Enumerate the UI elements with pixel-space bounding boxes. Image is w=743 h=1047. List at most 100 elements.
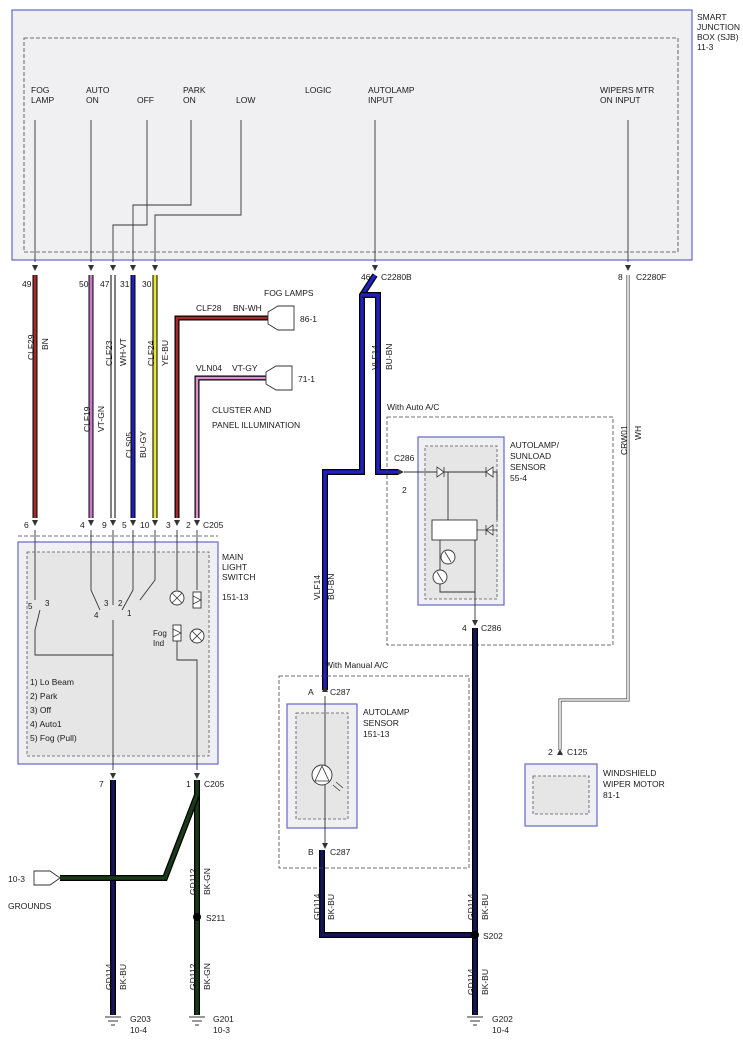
wire-bkgn-lower: BK-GN bbox=[202, 963, 212, 990]
c287-pin-a: A bbox=[308, 687, 314, 697]
ground-ref: 10-3 bbox=[8, 874, 25, 884]
c286-pin-2: 2 bbox=[402, 485, 407, 495]
with-manual-ac-label: With Manual A/C bbox=[325, 660, 388, 670]
wire-clf19: CLF19 bbox=[82, 406, 92, 432]
input-wipers-label: WIPERS MTR bbox=[600, 85, 654, 95]
wiper-motor-title-2: WIPER MOTOR bbox=[603, 779, 665, 789]
sjb-ref: 11-3 bbox=[697, 42, 714, 52]
splice-s202: S202 bbox=[483, 931, 503, 941]
grounds-connector-icon bbox=[33, 870, 61, 886]
with-manual-ac-box bbox=[278, 675, 470, 869]
sunload-sensor-ref: 55-4 bbox=[510, 473, 527, 483]
input-wipers-label-2: ON INPUT bbox=[600, 95, 641, 105]
switch-connector-c205: C205 bbox=[203, 520, 224, 530]
switch-contact-2: 2 bbox=[118, 599, 123, 608]
smart-junction-box: SMART JUNCTION BOX (SJB) 11-3 FOG LAMP A… bbox=[11, 9, 740, 271]
grounds-label: GROUNDS bbox=[8, 901, 52, 911]
wire-clf28: CLF28 bbox=[196, 303, 222, 313]
pin-31: 31 bbox=[120, 279, 130, 289]
legend-item-4: 4) Auto1 bbox=[30, 719, 62, 729]
ground-g203: G203 bbox=[130, 1014, 151, 1024]
diode-icon-2 bbox=[485, 466, 494, 478]
wire-cls05: CLS05 bbox=[124, 432, 134, 458]
connector-c2280b: C2280B bbox=[381, 272, 412, 282]
ground-g202: G202 bbox=[492, 1014, 513, 1024]
switch-pin-2: 2 bbox=[186, 520, 191, 530]
wire-clf29: CLF29 bbox=[26, 334, 36, 360]
ground-g202-ref: 10-4 bbox=[492, 1025, 509, 1035]
wire-bnwh: BN-WH bbox=[233, 303, 262, 313]
autolamp-wire: VLF14 BU-BN VLF14 BU-BN bbox=[312, 273, 398, 690]
sjb-title: SMART bbox=[697, 12, 727, 22]
switch-pin-5: 5 bbox=[122, 520, 127, 530]
legend-item-2: 2) Park bbox=[30, 691, 58, 701]
resistor-icon bbox=[192, 591, 202, 609]
switch-contact-5: 5 bbox=[28, 602, 33, 611]
ground-g201-icon bbox=[189, 1016, 205, 1026]
wire-bkbu-lower-right: BK-BU bbox=[480, 969, 490, 995]
ground-g201-ref: 10-3 bbox=[213, 1025, 230, 1035]
input-auto-label: AUTO bbox=[86, 85, 110, 95]
autolamp-sensor-manual: With Manual A/C A C287 AUTOLAMP SENSOR 1… bbox=[278, 660, 470, 869]
wire-yebu: YE-BU bbox=[160, 340, 170, 366]
autolamp-sensor-ref: 151-13 bbox=[363, 729, 390, 739]
input-park-label: PARK bbox=[183, 85, 206, 95]
wire-crw01: CRW01 bbox=[619, 425, 629, 455]
connector-c286-top: C286 bbox=[394, 453, 415, 463]
fog-lamps-connector-icon bbox=[267, 305, 295, 331]
input-fog-label: FOG bbox=[31, 85, 49, 95]
wire-gd114-manual: GD114 bbox=[312, 893, 322, 920]
ground-g203-ref: 10-4 bbox=[130, 1025, 147, 1035]
splice-s202-icon bbox=[471, 931, 479, 939]
switch-title-2: LIGHT bbox=[222, 562, 247, 572]
switch-inner-box bbox=[26, 551, 210, 757]
legend-item-1: 1) Lo Beam bbox=[30, 677, 74, 687]
wiper-circuit: CRW01 WH 2 C125 WINDSHIELD WIPER MOTOR 8… bbox=[524, 275, 665, 827]
splice-s211: S211 bbox=[206, 913, 225, 923]
resistor-icon-2 bbox=[172, 624, 182, 642]
wiper-motor-ref: 81-1 bbox=[603, 790, 620, 800]
diode-icon bbox=[436, 466, 445, 478]
cluster-label-2: PANEL ILLUMINATION bbox=[212, 420, 300, 430]
cluster-connector-icon bbox=[265, 365, 293, 391]
input-auto-label-2: ON bbox=[86, 95, 99, 105]
c287-pin-b: B bbox=[308, 847, 314, 857]
switch-contact-3b: 3 bbox=[104, 599, 109, 608]
wire-clf23: CLF23 bbox=[104, 340, 114, 366]
wire-gd112-lower: GD112 bbox=[188, 963, 198, 990]
input-off-label: OFF bbox=[137, 95, 154, 105]
autolamp-sunload-sensor: With Auto A/C AUTOLAMP/ SUNLOAD SENSOR 5… bbox=[386, 402, 614, 646]
wire-vtgy: VT-GY bbox=[232, 363, 258, 373]
gd114-right: S202 GD114 BK-BU GD114 BK-BU GD114 BK-BU… bbox=[312, 628, 513, 1035]
connector-c125: C125 bbox=[567, 747, 588, 757]
input-fog-label-2: LAMP bbox=[31, 95, 54, 105]
fog-ind-label-2: Ind bbox=[153, 639, 164, 648]
connector-c287-top: C287 bbox=[330, 687, 351, 697]
photocell-icon bbox=[311, 764, 333, 786]
wire-bugy: BU-GY bbox=[138, 431, 148, 458]
wire-whvt: WH-VT bbox=[118, 338, 128, 366]
legend-item-5: 5) Fog (Pull) bbox=[30, 733, 77, 743]
legend-item-3: 3) Off bbox=[30, 705, 52, 715]
input-autolamp-label: AUTOLAMP bbox=[368, 85, 415, 95]
c286-pin-4: 4 bbox=[462, 623, 467, 633]
sensor-circuit-icon bbox=[431, 519, 478, 541]
sunload-sensor-title-2: SUNLOAD bbox=[510, 451, 551, 461]
connector-c287-bottom: C287 bbox=[330, 847, 351, 857]
with-auto-ac-box bbox=[386, 416, 614, 646]
wiper-motor-title: WINDSHIELD bbox=[603, 768, 656, 778]
wire-vln04: VLN04 bbox=[196, 363, 222, 373]
input-park-label-2: ON bbox=[183, 95, 196, 105]
pin-30: 30 bbox=[142, 279, 152, 289]
wire-gd114-lower-right: GD114 bbox=[466, 968, 476, 995]
connector-c2280f: C2280F bbox=[636, 272, 666, 282]
cluster-ref: 71-1 bbox=[298, 374, 315, 384]
with-auto-ac-label: With Auto A/C bbox=[387, 402, 439, 412]
switch-pin-3: 3 bbox=[166, 520, 171, 530]
wire-bkbu-manual: BK-BU bbox=[326, 894, 336, 920]
sjb-title-2: JUNCTION bbox=[697, 22, 740, 32]
switch-title: MAIN bbox=[222, 552, 243, 562]
sunload-sensor-title-3: SENSOR bbox=[510, 462, 546, 472]
pin-7: 7 bbox=[99, 779, 104, 789]
